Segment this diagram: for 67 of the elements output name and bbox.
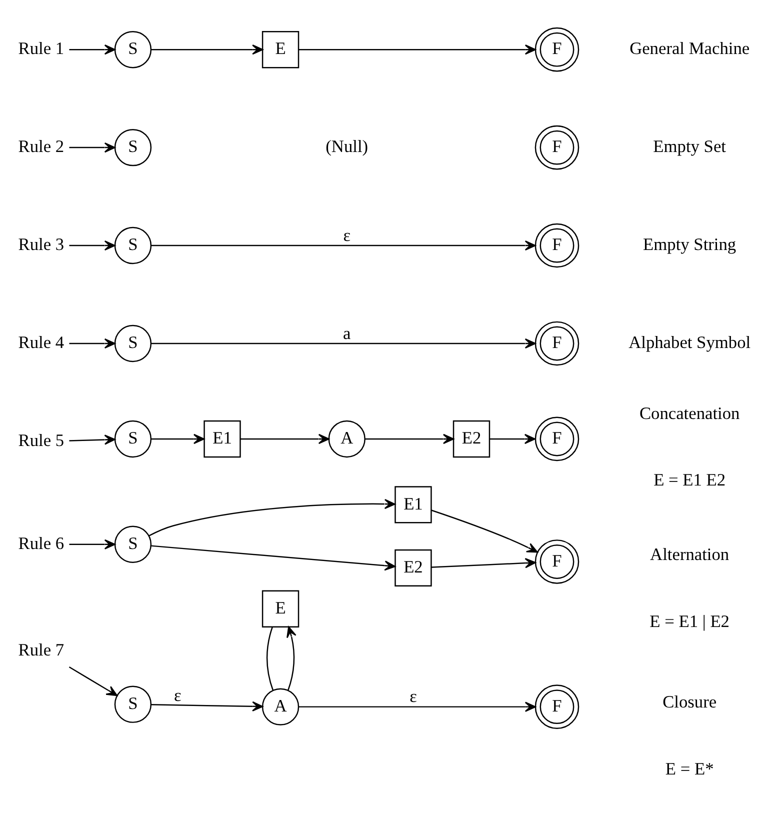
label: Concatenation [639, 404, 740, 423]
node-text: Rule 1 [18, 39, 64, 58]
arrow [68, 666, 118, 696]
arrow [151, 240, 536, 251]
arrow [69, 142, 116, 153]
arrow [151, 44, 264, 55]
label: Empty String [643, 235, 736, 254]
arrow [298, 702, 536, 712]
edge-label: ε [343, 226, 351, 245]
node-circle: S [114, 128, 152, 166]
arrow [151, 545, 396, 571]
label: Alternation [650, 545, 730, 564]
node-circle: F [534, 684, 580, 729]
arrow [240, 434, 330, 444]
label: E = E* [665, 760, 714, 779]
arrow [298, 44, 536, 55]
node-box: E2 [452, 420, 490, 458]
node-box: E1 [204, 420, 241, 458]
arrow [365, 434, 454, 444]
node-circle: A [328, 420, 366, 458]
label: E = E1 | E2 [650, 612, 730, 632]
arrow [151, 701, 264, 712]
arrow [69, 240, 116, 251]
node-circle: A [262, 688, 300, 726]
node-circle: S [114, 226, 152, 264]
node-circle: S [114, 686, 152, 723]
arrow [69, 338, 116, 349]
arrow [69, 44, 116, 55]
node-circle: S [114, 420, 152, 458]
node-circle: F [534, 321, 580, 366]
node-circle: F [534, 125, 580, 170]
node-text: Rule 4 [18, 333, 64, 352]
node-circle: F [534, 540, 580, 584]
arrow [151, 434, 205, 444]
arrow [69, 434, 116, 445]
arrow [431, 510, 538, 553]
node-circle: S [114, 324, 152, 362]
arrow [431, 558, 536, 568]
node-box: E [262, 590, 300, 628]
connector [266, 626, 274, 691]
label: E = E1 E2 [654, 470, 726, 490]
node-box: E2 [394, 549, 432, 587]
label: Alphabet Symbol [628, 333, 751, 352]
label: Empty Set [653, 137, 726, 156]
label: (Null) [326, 137, 368, 156]
node-circle: S [114, 526, 152, 563]
label: General Machine [630, 39, 750, 58]
node-box: E [262, 30, 300, 68]
arrow [69, 539, 116, 550]
node-circle: S [114, 30, 152, 68]
edge-label: ε [174, 686, 182, 705]
node-circle: F [534, 27, 580, 72]
node-circle: F [534, 416, 580, 462]
node-text: Rule 7 [18, 640, 64, 660]
node-circle: F [534, 223, 580, 268]
arrow [286, 626, 296, 691]
edge-label: ε [410, 687, 417, 706]
node-text: Rule 3 [18, 235, 64, 254]
arrow [148, 498, 396, 536]
node-text: Rule 2 [18, 137, 64, 156]
node-box: E1 [394, 486, 432, 524]
node-text: Rule 5 [18, 431, 64, 450]
label: Closure [662, 692, 717, 712]
edge-label: a [343, 324, 351, 343]
node-text: Rule 6 [18, 534, 64, 553]
arrow [490, 434, 536, 444]
arrow [151, 338, 536, 349]
